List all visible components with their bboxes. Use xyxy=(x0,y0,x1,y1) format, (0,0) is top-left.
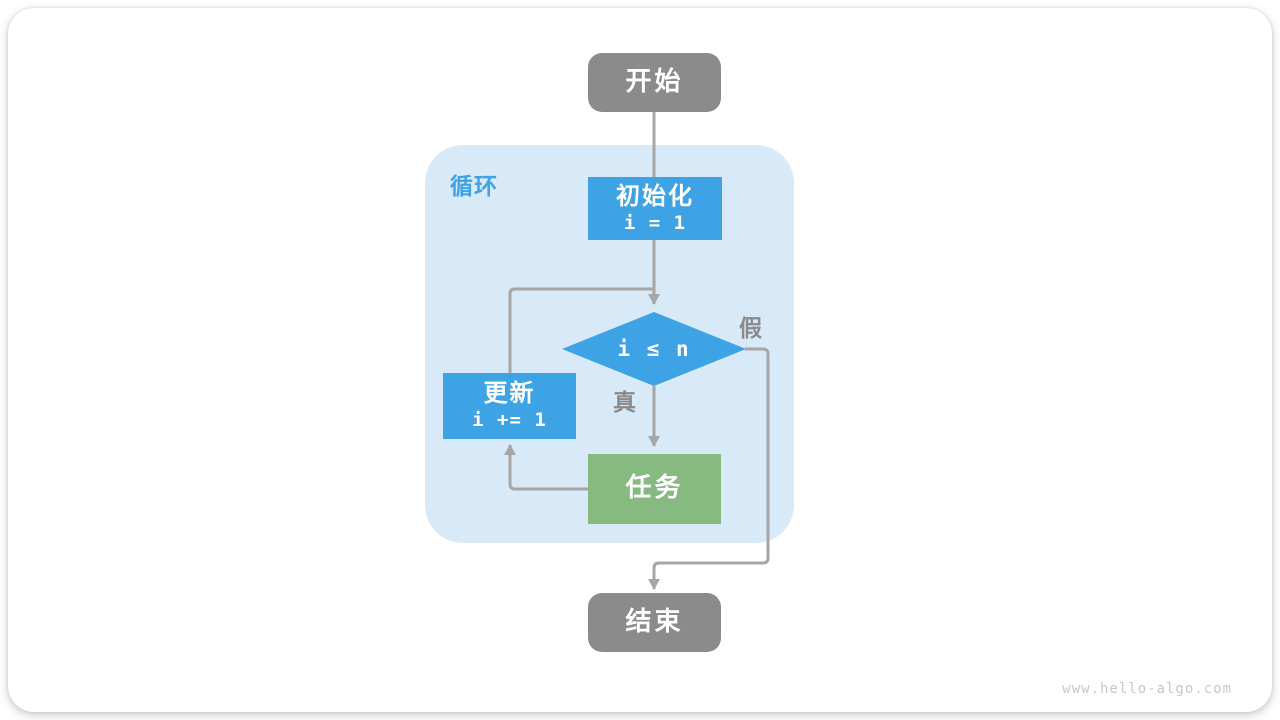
edge-condition-false-to-end xyxy=(648,347,770,590)
loop-label: 循环 xyxy=(450,174,498,200)
watermark: www.hello-algo.com xyxy=(1062,681,1232,697)
node-task-label: 任务 xyxy=(625,473,684,504)
condition-diamond xyxy=(562,312,746,386)
node-end: 结束 xyxy=(588,593,721,652)
edge-task-to-update xyxy=(504,444,588,491)
node-update-title: 更新 xyxy=(483,379,536,408)
node-task: 任务 xyxy=(588,454,721,524)
edge-false-label: 假 xyxy=(739,316,763,342)
edge-true-label: 真 xyxy=(613,390,637,416)
edge-update-to-merge xyxy=(508,287,654,374)
node-start: 开始 xyxy=(588,53,721,112)
node-update: 更新 i += 1 xyxy=(443,373,576,439)
node-init-code: i = 1 xyxy=(623,211,687,234)
node-init-title: 初始化 xyxy=(616,181,694,210)
node-init: 初始化 i = 1 xyxy=(588,177,722,240)
node-start-label: 开始 xyxy=(625,66,684,97)
node-update-code: i += 1 xyxy=(472,409,547,432)
node-end-label: 结束 xyxy=(625,606,684,637)
condition-label: i ≤ n xyxy=(617,337,691,361)
